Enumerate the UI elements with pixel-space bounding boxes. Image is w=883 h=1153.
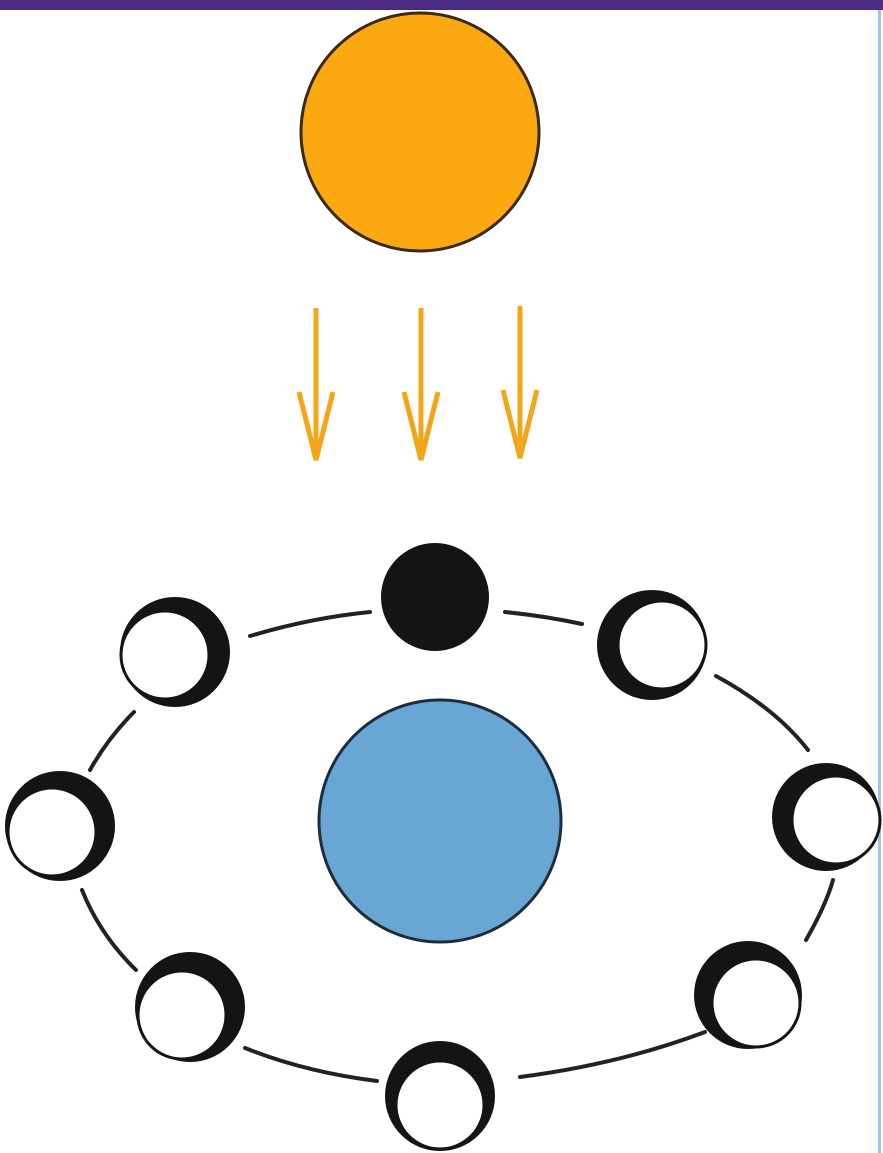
moon-phase-icon <box>135 952 245 1062</box>
orbit-segment <box>503 610 584 626</box>
orbit-segment <box>518 1030 707 1079</box>
sunlight-rays <box>296 306 540 461</box>
sunlight-arrow-icon <box>296 308 336 461</box>
moon-new-icon <box>381 543 489 651</box>
moon-phase-icon <box>694 941 802 1049</box>
orbit-segment <box>714 674 810 752</box>
sunlight-arrow-icon <box>401 308 441 461</box>
sunlight-arrow-icon <box>500 306 540 459</box>
orbit-segment <box>243 1046 379 1083</box>
sun-icon <box>299 11 541 253</box>
top-band <box>0 0 883 10</box>
orbit-segment <box>248 610 372 638</box>
moon-orbit-path <box>80 610 835 1083</box>
orbit-segment <box>804 878 835 942</box>
moon-phase-icon <box>772 763 882 871</box>
right-edge-line <box>878 10 881 1153</box>
earth-icon <box>317 698 563 944</box>
moon-phases <box>5 543 882 1151</box>
moon-phase-icon <box>5 771 115 881</box>
moon-phase-icon <box>597 590 708 700</box>
orbit-segment <box>80 888 138 972</box>
orbit-segment <box>88 710 136 772</box>
moon-phase-icon <box>385 1041 495 1151</box>
moon-phase-icon <box>119 597 230 707</box>
